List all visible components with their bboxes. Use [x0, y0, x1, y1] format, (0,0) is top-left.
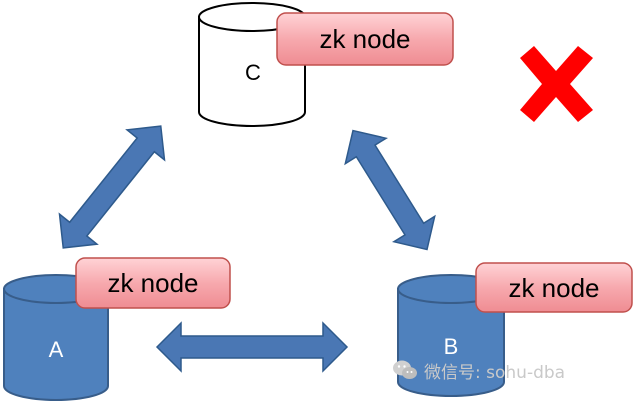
zk-badge-c: zk node — [276, 12, 454, 66]
zk-badge-a-label: zk node — [107, 268, 198, 298]
wechat-icon — [393, 360, 417, 379]
node-b: B zk node — [397, 262, 633, 397]
node-c-label: C — [245, 60, 261, 85]
zk-badge-b-label: zk node — [508, 273, 599, 303]
node-a-label: A — [49, 337, 64, 362]
node-c: C zk node — [198, 2, 454, 127]
node-a: A zk node — [3, 257, 231, 401]
arrow-c-b — [344, 129, 436, 251]
watermark-text: 微信号: sohu-dba — [424, 362, 566, 383]
watermark: 微信号: sohu-dba — [392, 352, 565, 388]
node-b-label: B — [444, 334, 459, 359]
red-x-icon — [520, 46, 593, 122]
zk-badge-c-label: zk node — [319, 24, 410, 54]
zk-badge-b: zk node — [475, 262, 633, 313]
zk-badge-a: zk node — [75, 257, 231, 309]
arrow-c-a — [58, 125, 166, 249]
arrow-a-b — [155, 321, 349, 373]
